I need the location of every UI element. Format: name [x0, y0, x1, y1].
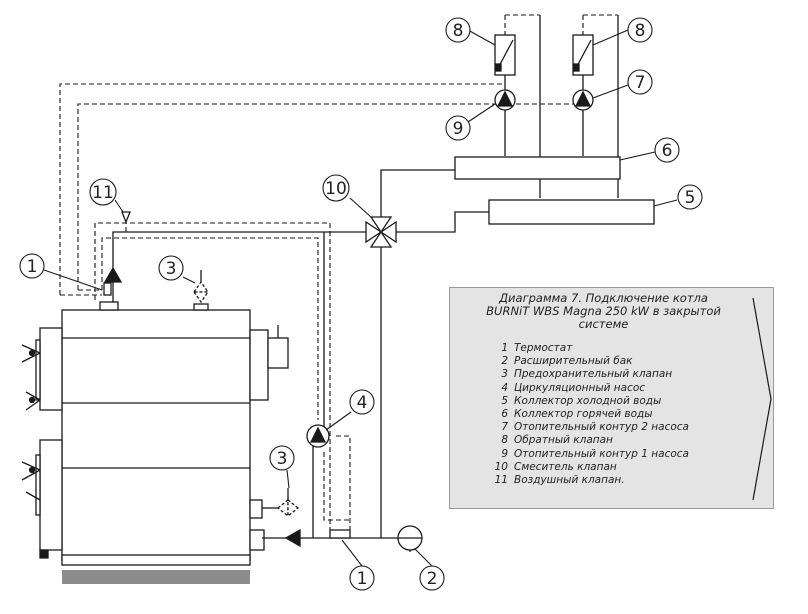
legend-item: 2 Расширительный бак: [488, 355, 689, 368]
legend-title-line: BURNiT WBS Magna 250 kW в закрытой: [486, 304, 721, 318]
control-wiring: [59, 14, 618, 530]
legend-item-text: Отопительный контур 2 насоса: [514, 421, 689, 434]
legend-item-text: Коллектор холодной воды: [514, 394, 662, 407]
legend-item: 8 Обратный клапан: [488, 434, 689, 447]
legend-item-text: Отопительный контур 1 насоса: [514, 447, 689, 460]
components: [103, 34, 655, 551]
top-thermostat: [103, 266, 123, 283]
svg-text:9: 9: [453, 119, 464, 139]
boiler-door-upper: [39, 327, 63, 411]
svg-text:8: 8: [635, 21, 646, 41]
callout-9: 9: [445, 115, 471, 141]
callout-5: 5: [677, 184, 703, 210]
legend-item-number: 2: [501, 355, 508, 368]
legend-item: 10 Смеситель клапан: [488, 461, 689, 474]
svg-text:10: 10: [325, 179, 347, 199]
legend-item-number: 7: [501, 421, 508, 434]
callout-3-top: 3: [158, 255, 184, 281]
legend-item: 1 Термостат: [488, 342, 689, 355]
svg-text:3: 3: [277, 449, 288, 469]
legend-item-text: Обратный клапан: [514, 434, 613, 447]
mixing-valve: [365, 216, 397, 248]
svg-text:1: 1: [27, 257, 38, 277]
svg-text:4: 4: [357, 393, 368, 413]
return-thermostat: [329, 529, 351, 539]
legend-item-number: 1: [501, 342, 508, 354]
callout-1-bottom: 1: [349, 565, 375, 591]
legend-item: 5 Коллектор холодной воды: [488, 395, 689, 408]
legend-item: 7 Отопительный контур 2 насоса: [488, 421, 689, 434]
callout-4: 4: [349, 389, 375, 415]
callout-3-side: 3: [269, 445, 295, 471]
legend-item-text: Воздушный клапан.: [514, 473, 625, 486]
svg-text:11: 11: [92, 183, 114, 203]
legend-item-number: 4: [501, 381, 508, 394]
legend-title-line: системе: [578, 317, 629, 331]
callout-1-top: 1: [19, 253, 45, 279]
legend-item-text: Термостат: [514, 342, 573, 354]
boiler-door-lower: [39, 439, 63, 551]
legend-chevron-icon: [752, 297, 772, 501]
callout-11: 11: [89, 178, 117, 206]
svg-text:2: 2: [427, 569, 438, 589]
legend-item-text: Расширительный бак: [514, 355, 633, 368]
svg-text:8: 8: [453, 21, 464, 41]
legend-item-number: 11: [494, 473, 508, 486]
hot-water-collector: [454, 156, 621, 180]
legend-item-text: Предохранительный клапан: [514, 368, 673, 381]
svg-text:1: 1: [357, 569, 368, 589]
legend-item-number: 9: [501, 447, 508, 460]
legend-item-text: Смеситель клапан: [514, 460, 617, 473]
svg-text:5: 5: [685, 188, 696, 208]
callout-2: 2: [419, 565, 445, 591]
legend-list: 1 Термостат 2 Расширительный бак 3 Предохра…: [488, 342, 689, 487]
svg-text:7: 7: [635, 73, 646, 93]
boiler: [21, 301, 289, 584]
legend-item: 6 Коллектор горячей воды: [488, 408, 689, 421]
callout-8-left: 8: [445, 17, 471, 43]
legend-item-text: Циркуляционный насос: [514, 381, 646, 394]
legend-title-line: Диаграмма 7. Подключение котла: [499, 291, 708, 305]
legend-item-number: 6: [501, 407, 508, 420]
callout-7: 7: [627, 69, 653, 95]
cold-water-collector: [488, 199, 655, 225]
legend-item: 11 Воздушный клапан.: [488, 474, 689, 487]
boiler-base: [62, 570, 250, 584]
svg-text:6: 6: [662, 141, 673, 161]
legend-item-number: 5: [501, 394, 508, 407]
legend: Диаграмма 7. Подключение котла BURNiT WB…: [449, 287, 774, 509]
legend-item-number: 8: [501, 434, 508, 447]
callout-6: 6: [654, 137, 680, 163]
safety-valve-side: [262, 488, 300, 518]
legend-item: 9 Отопительный контур 1 насоса: [488, 448, 689, 461]
svg-text:3: 3: [166, 259, 177, 279]
leader-lines: [43, 29, 678, 567]
boiler-control-box: [249, 329, 269, 401]
air-valve: [121, 211, 131, 224]
safety-valve-top: [192, 270, 210, 304]
legend-title: Диаграмма 7. Подключение котла BURNiT WB…: [456, 292, 751, 331]
legend-item-text: Коллектор горячей воды: [514, 407, 653, 420]
callout-8-right: 8: [627, 17, 653, 43]
boiler-body: [61, 309, 251, 561]
legend-item-number: 3: [501, 368, 508, 381]
legend-item: 3 Предохранительный клапан: [488, 368, 689, 381]
callouts: 8 8 7 9 6 5 10 11: [19, 17, 703, 591]
legend-item-number: 10: [494, 460, 508, 473]
callout-10: 10: [322, 174, 350, 202]
legend-item: 4 Циркуляционный насос: [488, 382, 689, 395]
